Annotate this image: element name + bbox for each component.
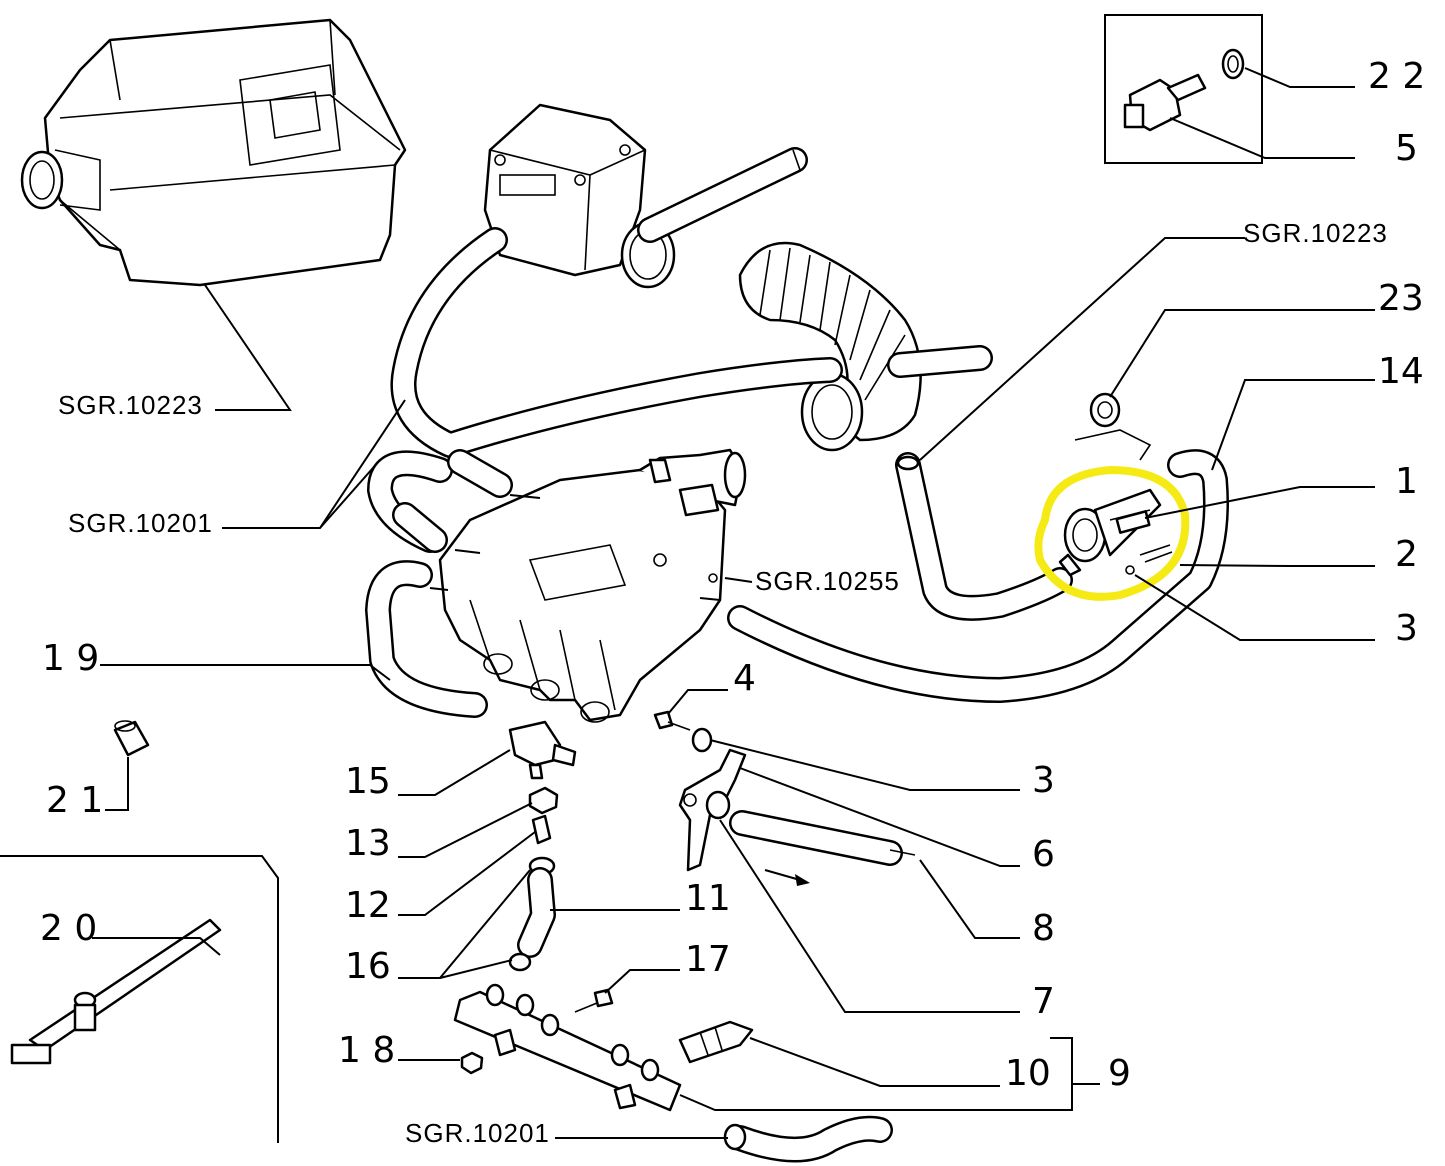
sensor-15 — [508, 720, 577, 780]
air-filter-box — [20, 18, 407, 287]
throttle-body — [483, 103, 676, 289]
fuel-hose-lower — [723, 1115, 893, 1163]
callout-17: 17 — [685, 939, 731, 980]
leader-2 — [1179, 564, 1375, 567]
leader-22 — [1244, 67, 1355, 88]
callout-16: 16 — [345, 946, 391, 987]
nut-18 — [460, 1051, 484, 1075]
callout-7: 7 — [1032, 981, 1055, 1022]
inset-box — [1104, 14, 1263, 164]
leader-23 — [1109, 309, 1375, 398]
callout-13: 13 — [345, 823, 391, 864]
callout-9: 9 — [1108, 1053, 1131, 1094]
valve-1 — [1058, 488, 1173, 577]
leader-15 — [398, 749, 511, 796]
intake-manifold — [438, 448, 747, 723]
leader-3b — [709, 739, 1020, 791]
nut-13 — [528, 786, 559, 815]
washer-22 — [1221, 48, 1245, 80]
callout-19: 1 9 — [42, 638, 99, 679]
callout-3b: 3 — [1032, 760, 1055, 801]
strap-20 — [10, 918, 222, 1065]
bolt-4 — [653, 710, 691, 731]
callout-14: 14 — [1378, 351, 1424, 392]
leader-6 — [739, 767, 1020, 867]
callout-12: 12 — [345, 885, 391, 926]
callout-21: 2 1 — [46, 780, 103, 821]
callout-18: 1 8 — [338, 1030, 395, 1071]
clamp-7 — [705, 790, 731, 820]
leader-19 — [100, 664, 391, 681]
callout-15: 15 — [345, 761, 391, 802]
bolt-17 — [574, 988, 614, 1013]
leader-12 — [398, 831, 536, 916]
leader-7 — [719, 819, 1020, 1013]
callout-11: 11 — [685, 878, 731, 919]
leader-16b — [439, 959, 513, 979]
leader-4 — [667, 689, 728, 715]
ref-sgr-10223-left: SGR.10223 — [58, 390, 203, 420]
leader-1 — [1144, 486, 1375, 519]
leader-3a — [1134, 574, 1375, 641]
callout-5: 5 — [1395, 128, 1418, 169]
clamp-23 — [1089, 392, 1121, 428]
leader-5 — [1169, 117, 1355, 159]
leader-sgr-3 — [919, 237, 1245, 461]
vacuum-hose-1 — [895, 452, 1073, 621]
leader-17 — [604, 969, 680, 994]
callout-8: 8 — [1032, 908, 1055, 949]
callout-4: 4 — [733, 658, 756, 699]
leader-8 — [919, 859, 1020, 939]
callout-23: 23 — [1378, 278, 1424, 319]
ref-sgr-10201-bottom: SGR.10201 — [405, 1118, 550, 1148]
leader-14 — [1211, 379, 1375, 471]
leader-13 — [398, 802, 533, 858]
flow-arrow — [764, 869, 810, 886]
callout-10: 10 — [1005, 1053, 1051, 1094]
bracket-10-9 — [679, 1037, 1073, 1111]
injector — [678, 1020, 754, 1064]
callout-22: 2 2 — [1368, 56, 1425, 97]
leader-20 — [92, 937, 221, 956]
hose-11 — [508, 856, 556, 972]
hose-8 — [729, 810, 916, 866]
bushing-21 — [113, 720, 150, 757]
intake-bellows — [738, 241, 922, 452]
callout-2: 2 — [1395, 534, 1418, 575]
return-hose — [727, 449, 1229, 703]
callout-1: 1 — [1395, 461, 1418, 502]
hose-19 — [365, 560, 488, 718]
ref-sgr-10223-right: SGR.10223 — [1243, 218, 1388, 248]
callout-6: 6 — [1032, 834, 1055, 875]
ref-sgr-10255: SGR.10255 — [755, 566, 900, 596]
washer-3 — [691, 727, 713, 753]
callout-3a: 3 — [1395, 608, 1418, 649]
inset-box-lower — [0, 855, 279, 1143]
leader-21 — [105, 757, 129, 811]
leader-sgr-1 — [204, 284, 292, 411]
callout-20: 2 0 — [40, 908, 97, 949]
leader-10 — [749, 1037, 1000, 1087]
fuel-rail-10 — [453, 983, 682, 1112]
ref-sgr-10201-top: SGR.10201 — [68, 508, 213, 538]
sensor-5 — [1123, 73, 1207, 132]
fitting-12 — [531, 814, 552, 845]
highlight-circle — [1034, 465, 1190, 601]
leader-sgr-10255 — [724, 577, 753, 583]
